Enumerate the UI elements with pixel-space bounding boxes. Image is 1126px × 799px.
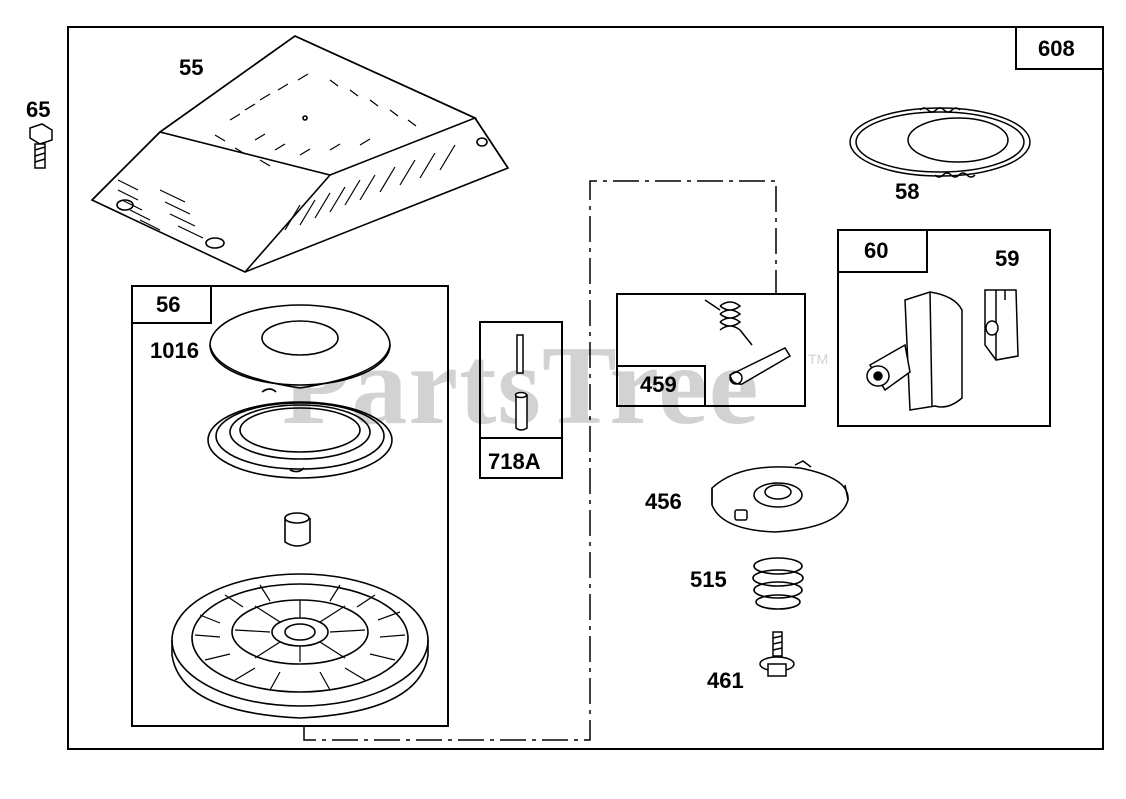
group-box-718a: [479, 321, 563, 479]
assembly-frame: [67, 26, 1104, 750]
compression-spring-part: [752, 557, 804, 610]
callout-60: 60: [864, 238, 889, 263]
rewind-spring-part: [207, 388, 393, 479]
screw-part: [759, 631, 795, 677]
seal-ring-part: [849, 107, 1031, 178]
washer-part: [209, 304, 391, 389]
callout-59: 59: [995, 246, 1020, 271]
callout-58: 58: [895, 179, 920, 204]
callout-56: 56: [156, 292, 181, 317]
label-box-608: [1015, 27, 1103, 70]
pawl-spring-part: [704, 299, 792, 385]
group-box-56: [131, 285, 449, 727]
pins-part: [514, 334, 528, 431]
clip-part: [984, 289, 1019, 361]
callout-459: 459: [640, 372, 677, 397]
callout-461: 461: [707, 668, 744, 693]
watermark-trademark: TM: [808, 351, 829, 367]
group-box-60: [837, 229, 1051, 427]
group-box-459: [616, 293, 806, 407]
switch-part: [866, 291, 963, 411]
label-box-60: [838, 230, 928, 273]
label-box-56: [132, 286, 212, 324]
callout-608: 608: [1038, 36, 1075, 61]
bushing-part: [284, 512, 311, 547]
callout-1016: 1016: [150, 338, 199, 363]
callout-456: 456: [645, 489, 682, 514]
starter-cup-part: [711, 460, 849, 533]
bolt-part: [29, 123, 53, 169]
pulley-part: [171, 573, 429, 719]
callout-718a: 718A: [488, 449, 541, 474]
blower-housing-part: [90, 35, 510, 273]
callout-515: 515: [690, 567, 727, 592]
callout-65: 65: [26, 97, 51, 122]
label-box-459: [617, 365, 706, 406]
callout-55: 55: [179, 55, 204, 80]
leader-line-main: [303, 180, 777, 741]
